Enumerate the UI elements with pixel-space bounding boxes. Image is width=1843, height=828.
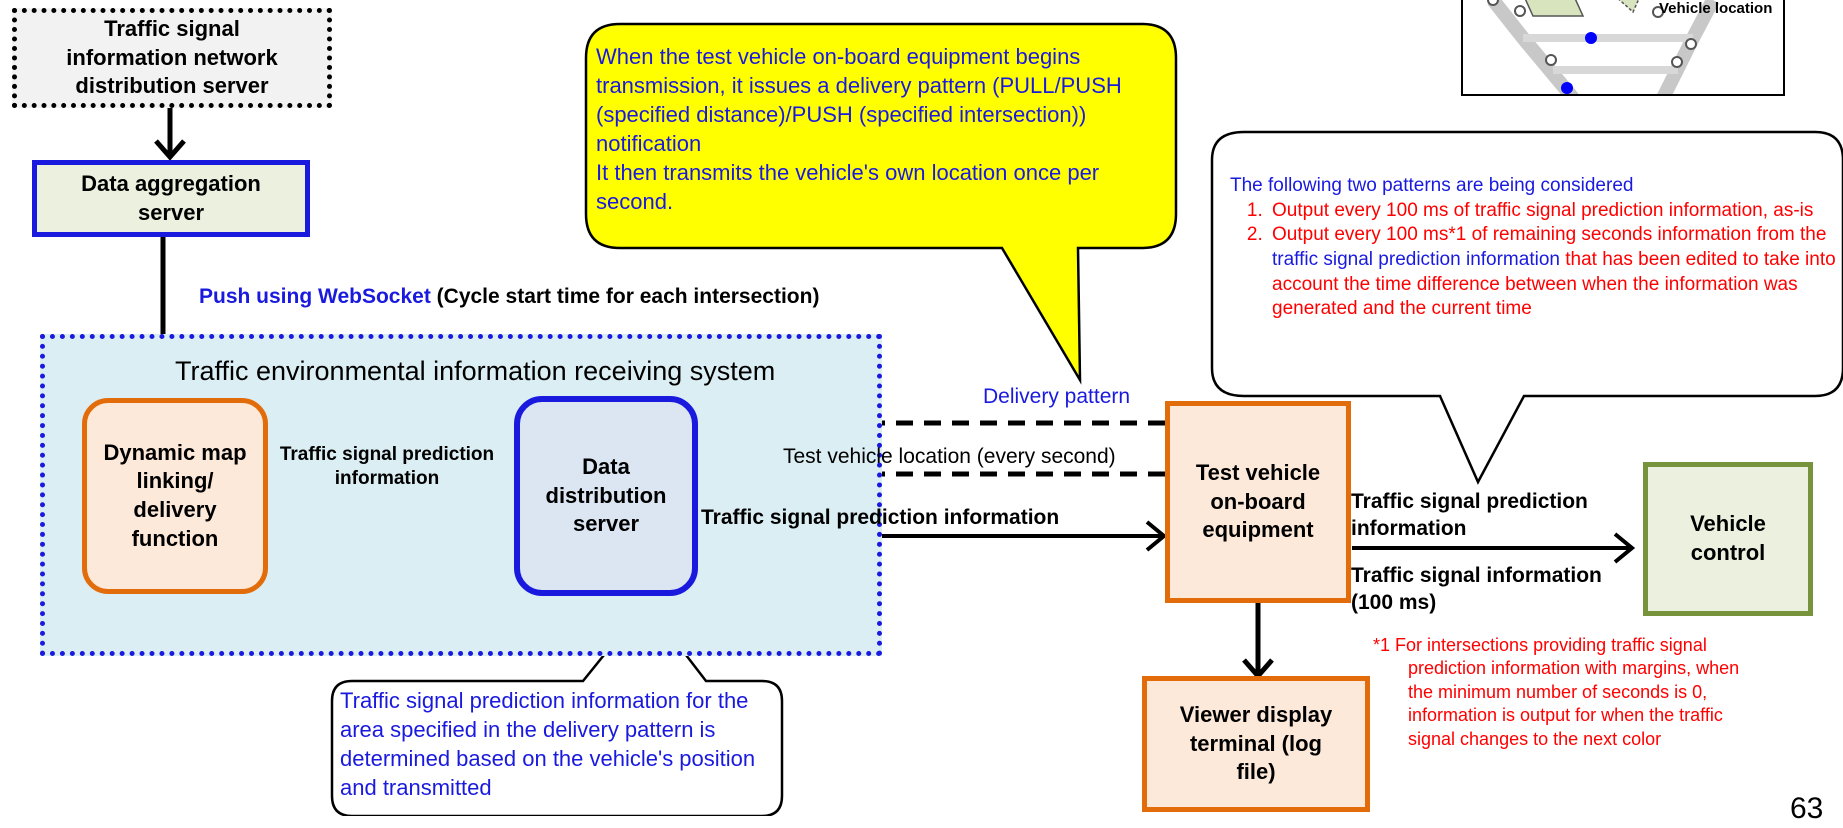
right-callout-text: The following two patterns are being con… [1230,174,1838,322]
map-inset: Vehicle location [1461,0,1785,96]
right-callout-item-2: Output every 100 ms*1 of remaining secon… [1268,223,1838,322]
page-number: 63 [1790,792,1824,825]
yellow-callout-text: When the test vehicle on-board equipment… [596,44,1122,215]
bottom-callout-text: Traffic signal prediction information fo… [340,688,756,801]
dynamic-map-function: Dynamic map linking/ delivery function [82,398,268,594]
map-legend-label: Vehicle location [1659,0,1773,17]
vehicle-control: Vehicle control [1643,462,1813,616]
network-distribution-server: Traffic signal information network distr… [12,8,332,108]
label-vehicle-location: Test vehicle location (every second) [783,445,1116,468]
data-aggregation-server: Data aggregation server [32,160,310,237]
right-callout-shape [1210,130,1843,485]
label-ts-info-100ms: Traffic signal information (100 ms) [1351,564,1602,615]
map-inset-drawing [1487,0,1720,94]
label-delivery-pattern: Delivery pattern [983,385,1131,408]
label-tsp-vehicle: Traffic signal prediction information [1351,490,1588,541]
push-websocket-bold: Push using WebSocket [199,285,431,308]
viewer-display-terminal: Viewer display terminal (log file) [1142,676,1370,812]
data-distribution-server: Data distribution server [514,396,698,596]
push-websocket-label: Push using WebSocket (Cycle start time f… [199,284,819,310]
push-websocket-rest: (Cycle start time for each intersection) [430,285,820,308]
footnote: *1 For intersections providing traffic s… [1373,635,1740,749]
right-callout-intro: The following two patterns are being con… [1230,175,1634,196]
label-tsp-dds: Traffic signal prediction information [701,506,1060,529]
label-tsp-dynamic-map: Traffic signal prediction information [279,444,495,489]
receiving-system-title: Traffic environmental information receiv… [175,356,776,386]
yellow-callout-shape [584,22,1178,385]
right-callout-list: Output every 100 ms of traffic signal pr… [1230,199,1838,322]
test-vehicle-equipment: Test vehicle on-board equipment [1165,401,1351,603]
right-callout-item-1: Output every 100 ms of traffic signal pr… [1268,199,1838,224]
